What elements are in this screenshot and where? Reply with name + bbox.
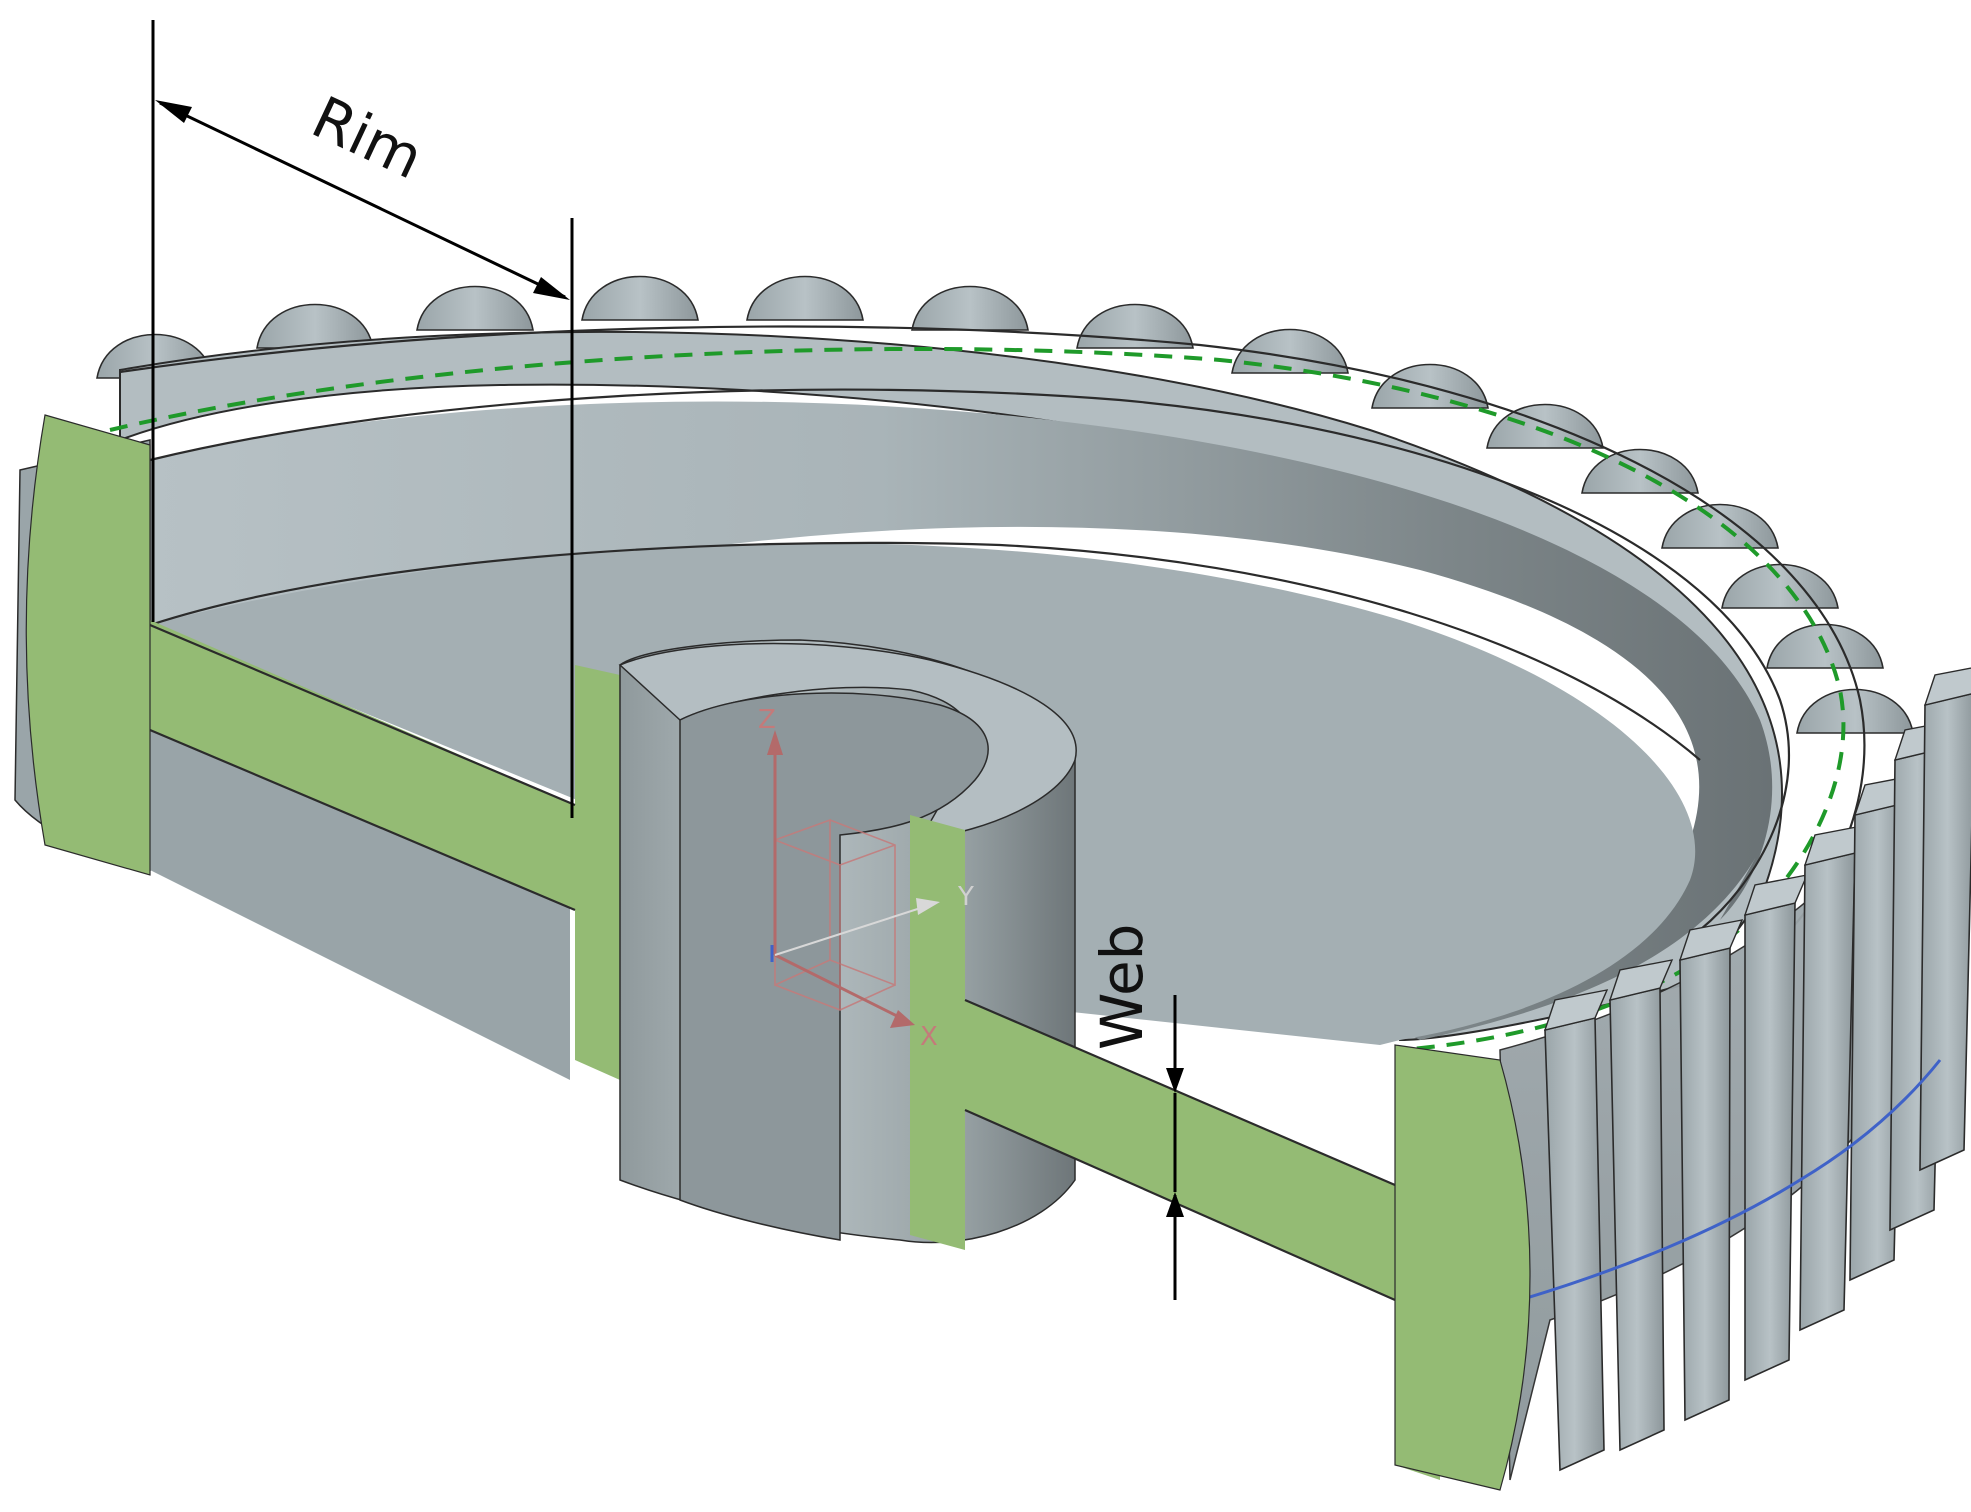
gear-tooth-back xyxy=(1076,303,1194,349)
gear-tooth-back xyxy=(416,285,534,331)
triad-box xyxy=(774,818,896,1011)
right-web-top-edge xyxy=(964,998,1396,1187)
gear-tooth-back xyxy=(1796,688,1914,734)
coordinate-triad: Z Y X xyxy=(758,705,974,1052)
triad-z-arrow xyxy=(767,730,783,755)
gear-tooth-front xyxy=(1799,851,1856,1332)
triad-y-label: Y xyxy=(957,882,974,912)
web-inner-edge xyxy=(149,541,1701,761)
rim-dimension-line xyxy=(159,101,566,299)
web-dimension: Web xyxy=(1088,924,1184,1300)
triad-y-axis xyxy=(774,904,931,956)
gear-tooth-back xyxy=(256,303,374,349)
gear-tooth-top-face xyxy=(1678,919,1744,961)
gear-tooth-top-face xyxy=(1608,959,1674,1001)
gear-tooth-back xyxy=(1661,503,1779,549)
left-cut-section xyxy=(30,415,620,1080)
rim-top-outer-edge xyxy=(119,325,1866,961)
gear-tooth-top-face xyxy=(1923,667,1971,706)
left-underside-web xyxy=(150,720,570,1080)
web-arrow-top xyxy=(1166,1068,1184,1093)
rim-top-inner-edge xyxy=(149,388,1790,931)
rim-label: Rim xyxy=(302,83,433,192)
gear-teeth-back xyxy=(96,275,1914,734)
gear-tooth-front xyxy=(1744,901,1796,1382)
gear-tooth-back xyxy=(1721,563,1839,609)
tooth-mark-line xyxy=(1519,1059,1942,1302)
web-arrow-bottom xyxy=(1166,1192,1184,1217)
right-rim-section xyxy=(1394,1044,1531,1491)
triad-x-axis xyxy=(774,953,906,1022)
hub-bore xyxy=(679,692,989,1241)
gear-tooth-front xyxy=(1679,946,1731,1422)
left-web-top-edge xyxy=(149,623,576,807)
gear-tooth-back xyxy=(581,275,699,321)
gear-tooth-back xyxy=(1581,448,1699,494)
gear-tooth-front xyxy=(1609,986,1665,1452)
rim-arrow-left xyxy=(155,100,192,123)
triad-x-arrow xyxy=(890,1010,915,1028)
left-rim-section xyxy=(25,414,151,876)
gear-teeth-front xyxy=(1543,667,1971,1472)
gear-tooth-back xyxy=(746,275,864,321)
triad-z-label: Z xyxy=(758,705,776,735)
gear-tooth-back xyxy=(1486,403,1604,449)
gear-tooth-front xyxy=(1919,693,1971,1172)
triad-y-arrow xyxy=(916,898,940,915)
left-web-bottom-edge xyxy=(149,728,576,912)
web-label: Web xyxy=(1088,924,1156,1050)
right-web-bottom-edge xyxy=(964,1108,1396,1302)
gear-tooth-front xyxy=(1544,1016,1605,1472)
gear-tooth-top-face xyxy=(1543,989,1609,1031)
rim-arrow-right xyxy=(533,277,570,300)
triad-x-label: X xyxy=(920,1022,938,1052)
gear-tooth-back xyxy=(911,285,1029,331)
